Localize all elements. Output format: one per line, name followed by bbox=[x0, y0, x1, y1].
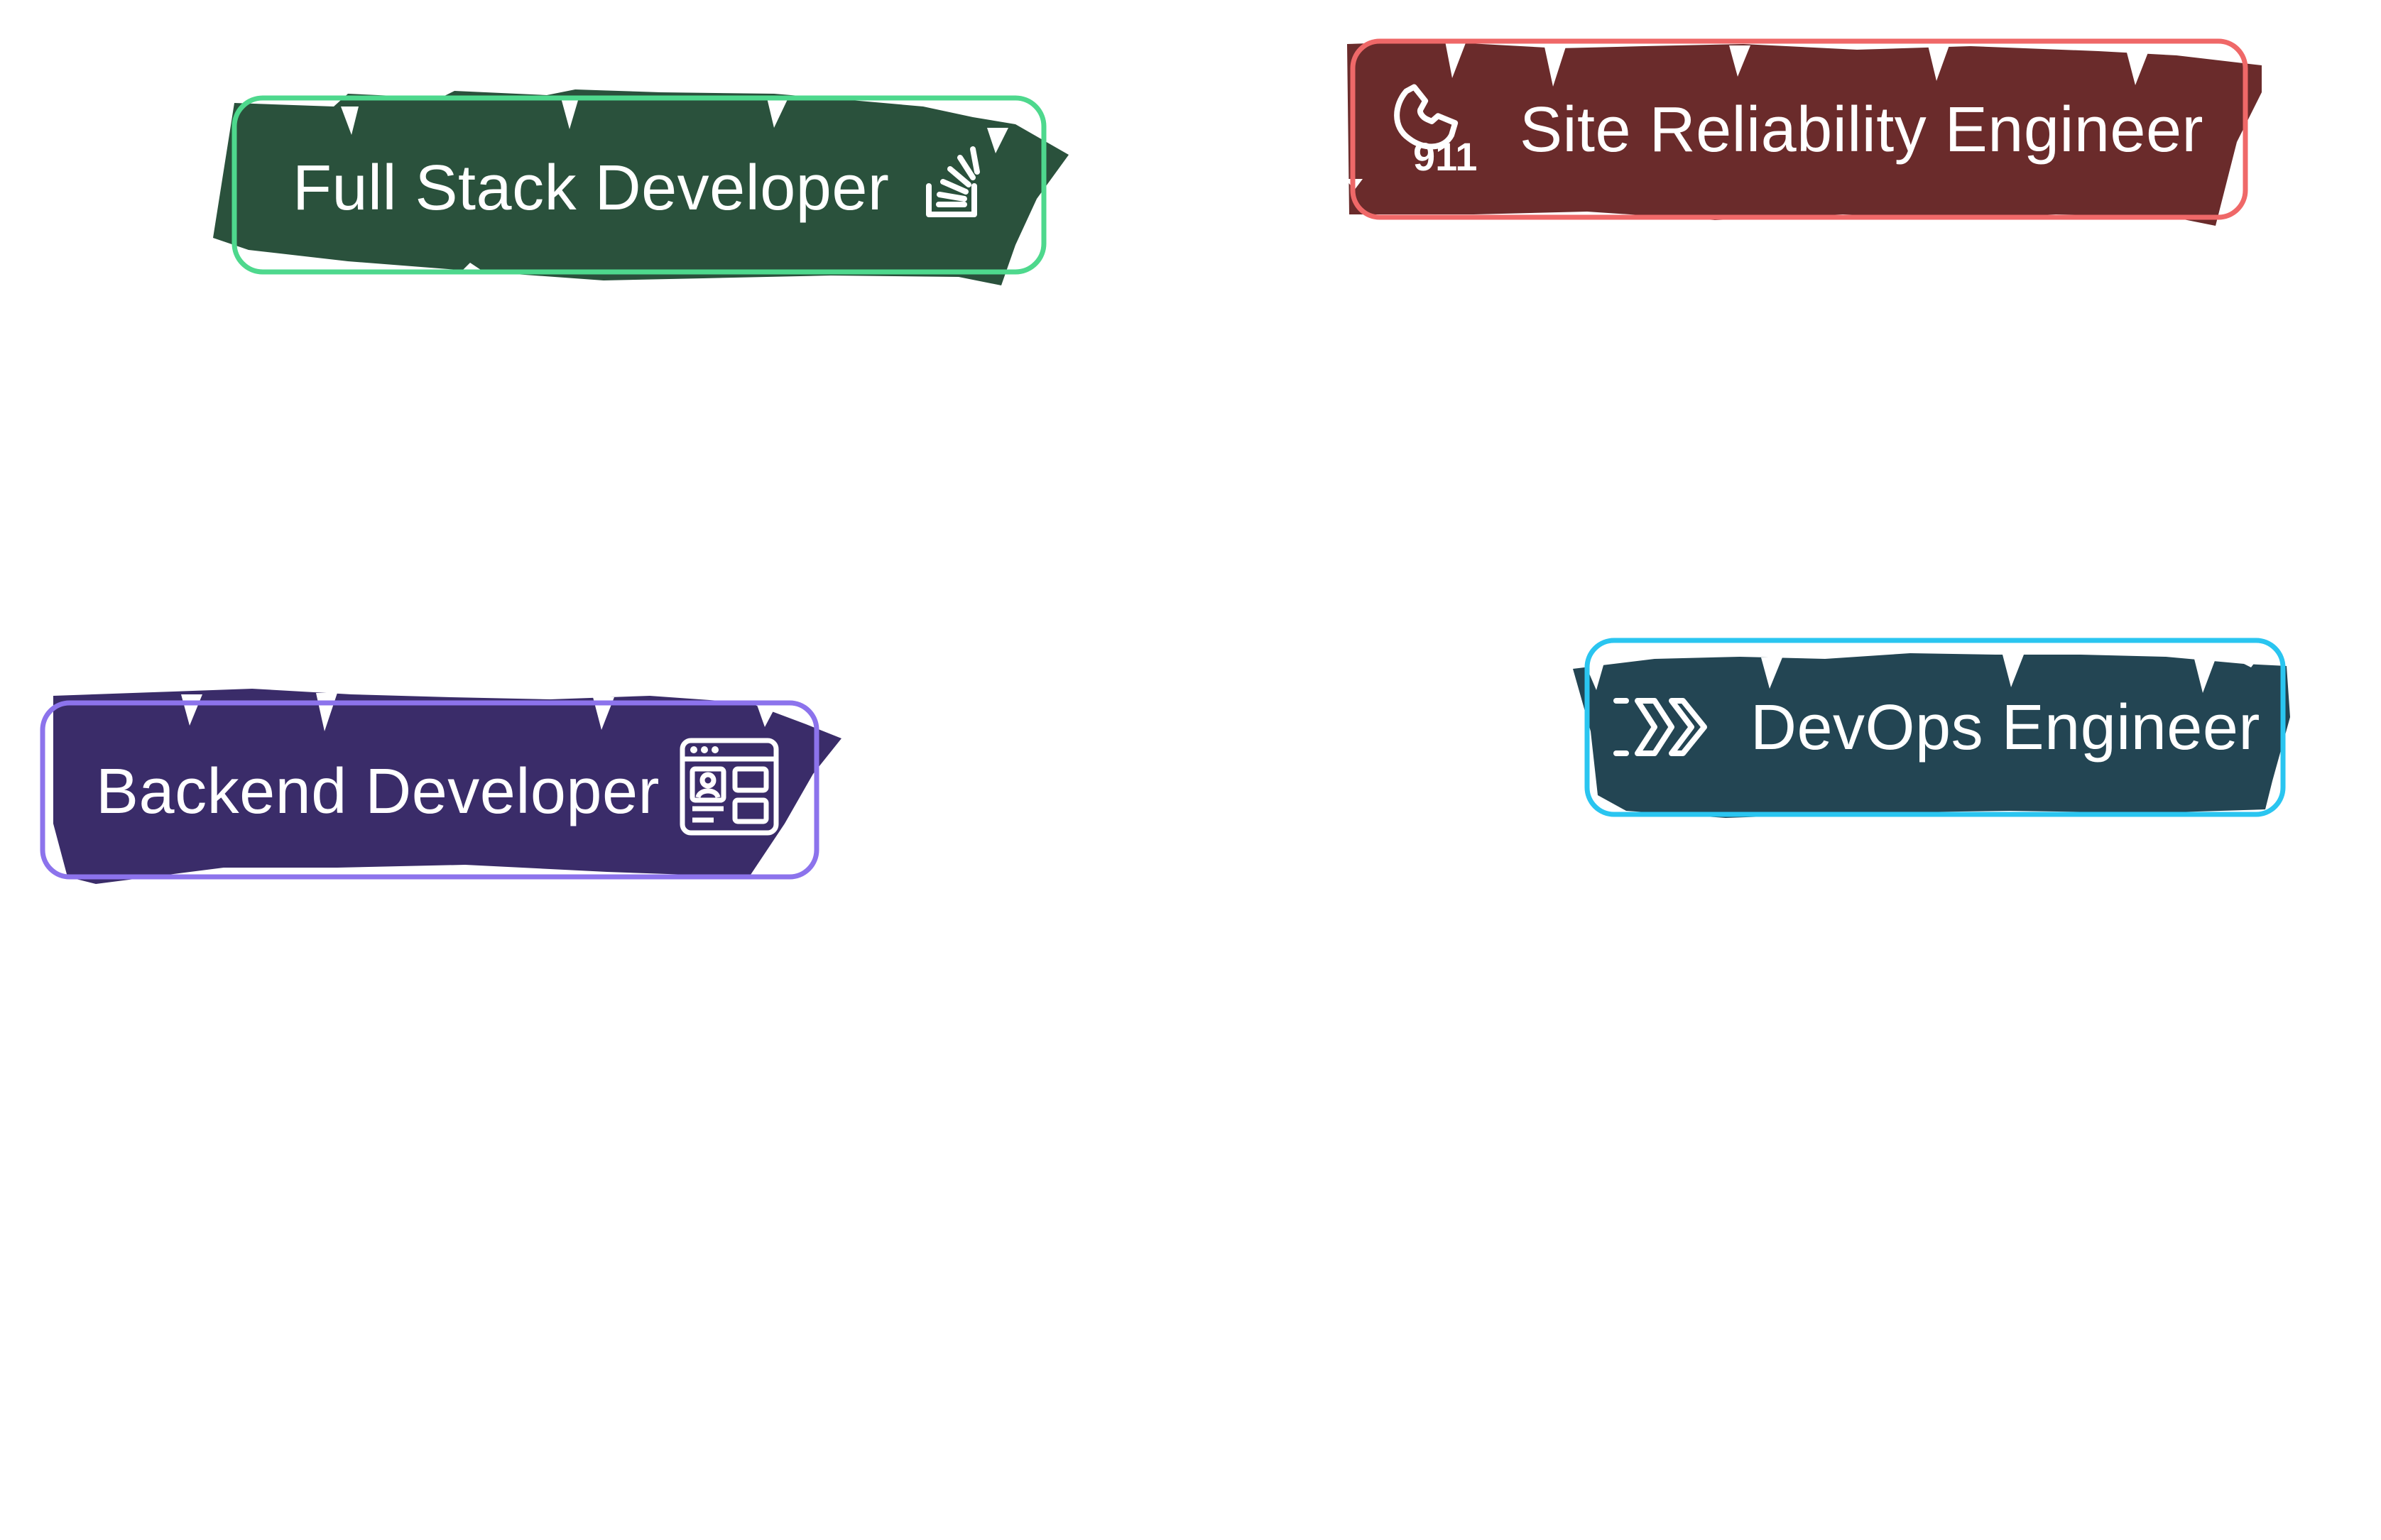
tag-background bbox=[213, 89, 1069, 285]
tag-background bbox=[1573, 638, 2290, 818]
stack-overflow-icon bbox=[926, 146, 980, 217]
tag-full-stack-developer: Full Stack Developer bbox=[206, 85, 1072, 291]
tag-background bbox=[1346, 38, 2262, 226]
tag-devops-engineer: DevOps Engineer bbox=[1569, 625, 2301, 831]
tag-site-reliability-engineer: Site Reliability Engineer 911 bbox=[1346, 28, 2276, 241]
svg-text:911: 911 bbox=[1413, 134, 1477, 178]
tag-label: Site Reliability Engineer bbox=[1520, 94, 2203, 165]
tag-backend-developer: Backend Developer bbox=[39, 682, 856, 895]
web-layout-icon bbox=[680, 738, 779, 836]
tag-label: DevOps Engineer bbox=[1750, 692, 2260, 763]
phone-911-icon: 911 bbox=[1394, 84, 1477, 178]
fast-forward-icon bbox=[1613, 698, 1707, 756]
tag-label: Full Stack Developer bbox=[293, 153, 890, 224]
tag-background bbox=[40, 689, 841, 884]
tag-label: Backend Developer bbox=[96, 756, 660, 827]
